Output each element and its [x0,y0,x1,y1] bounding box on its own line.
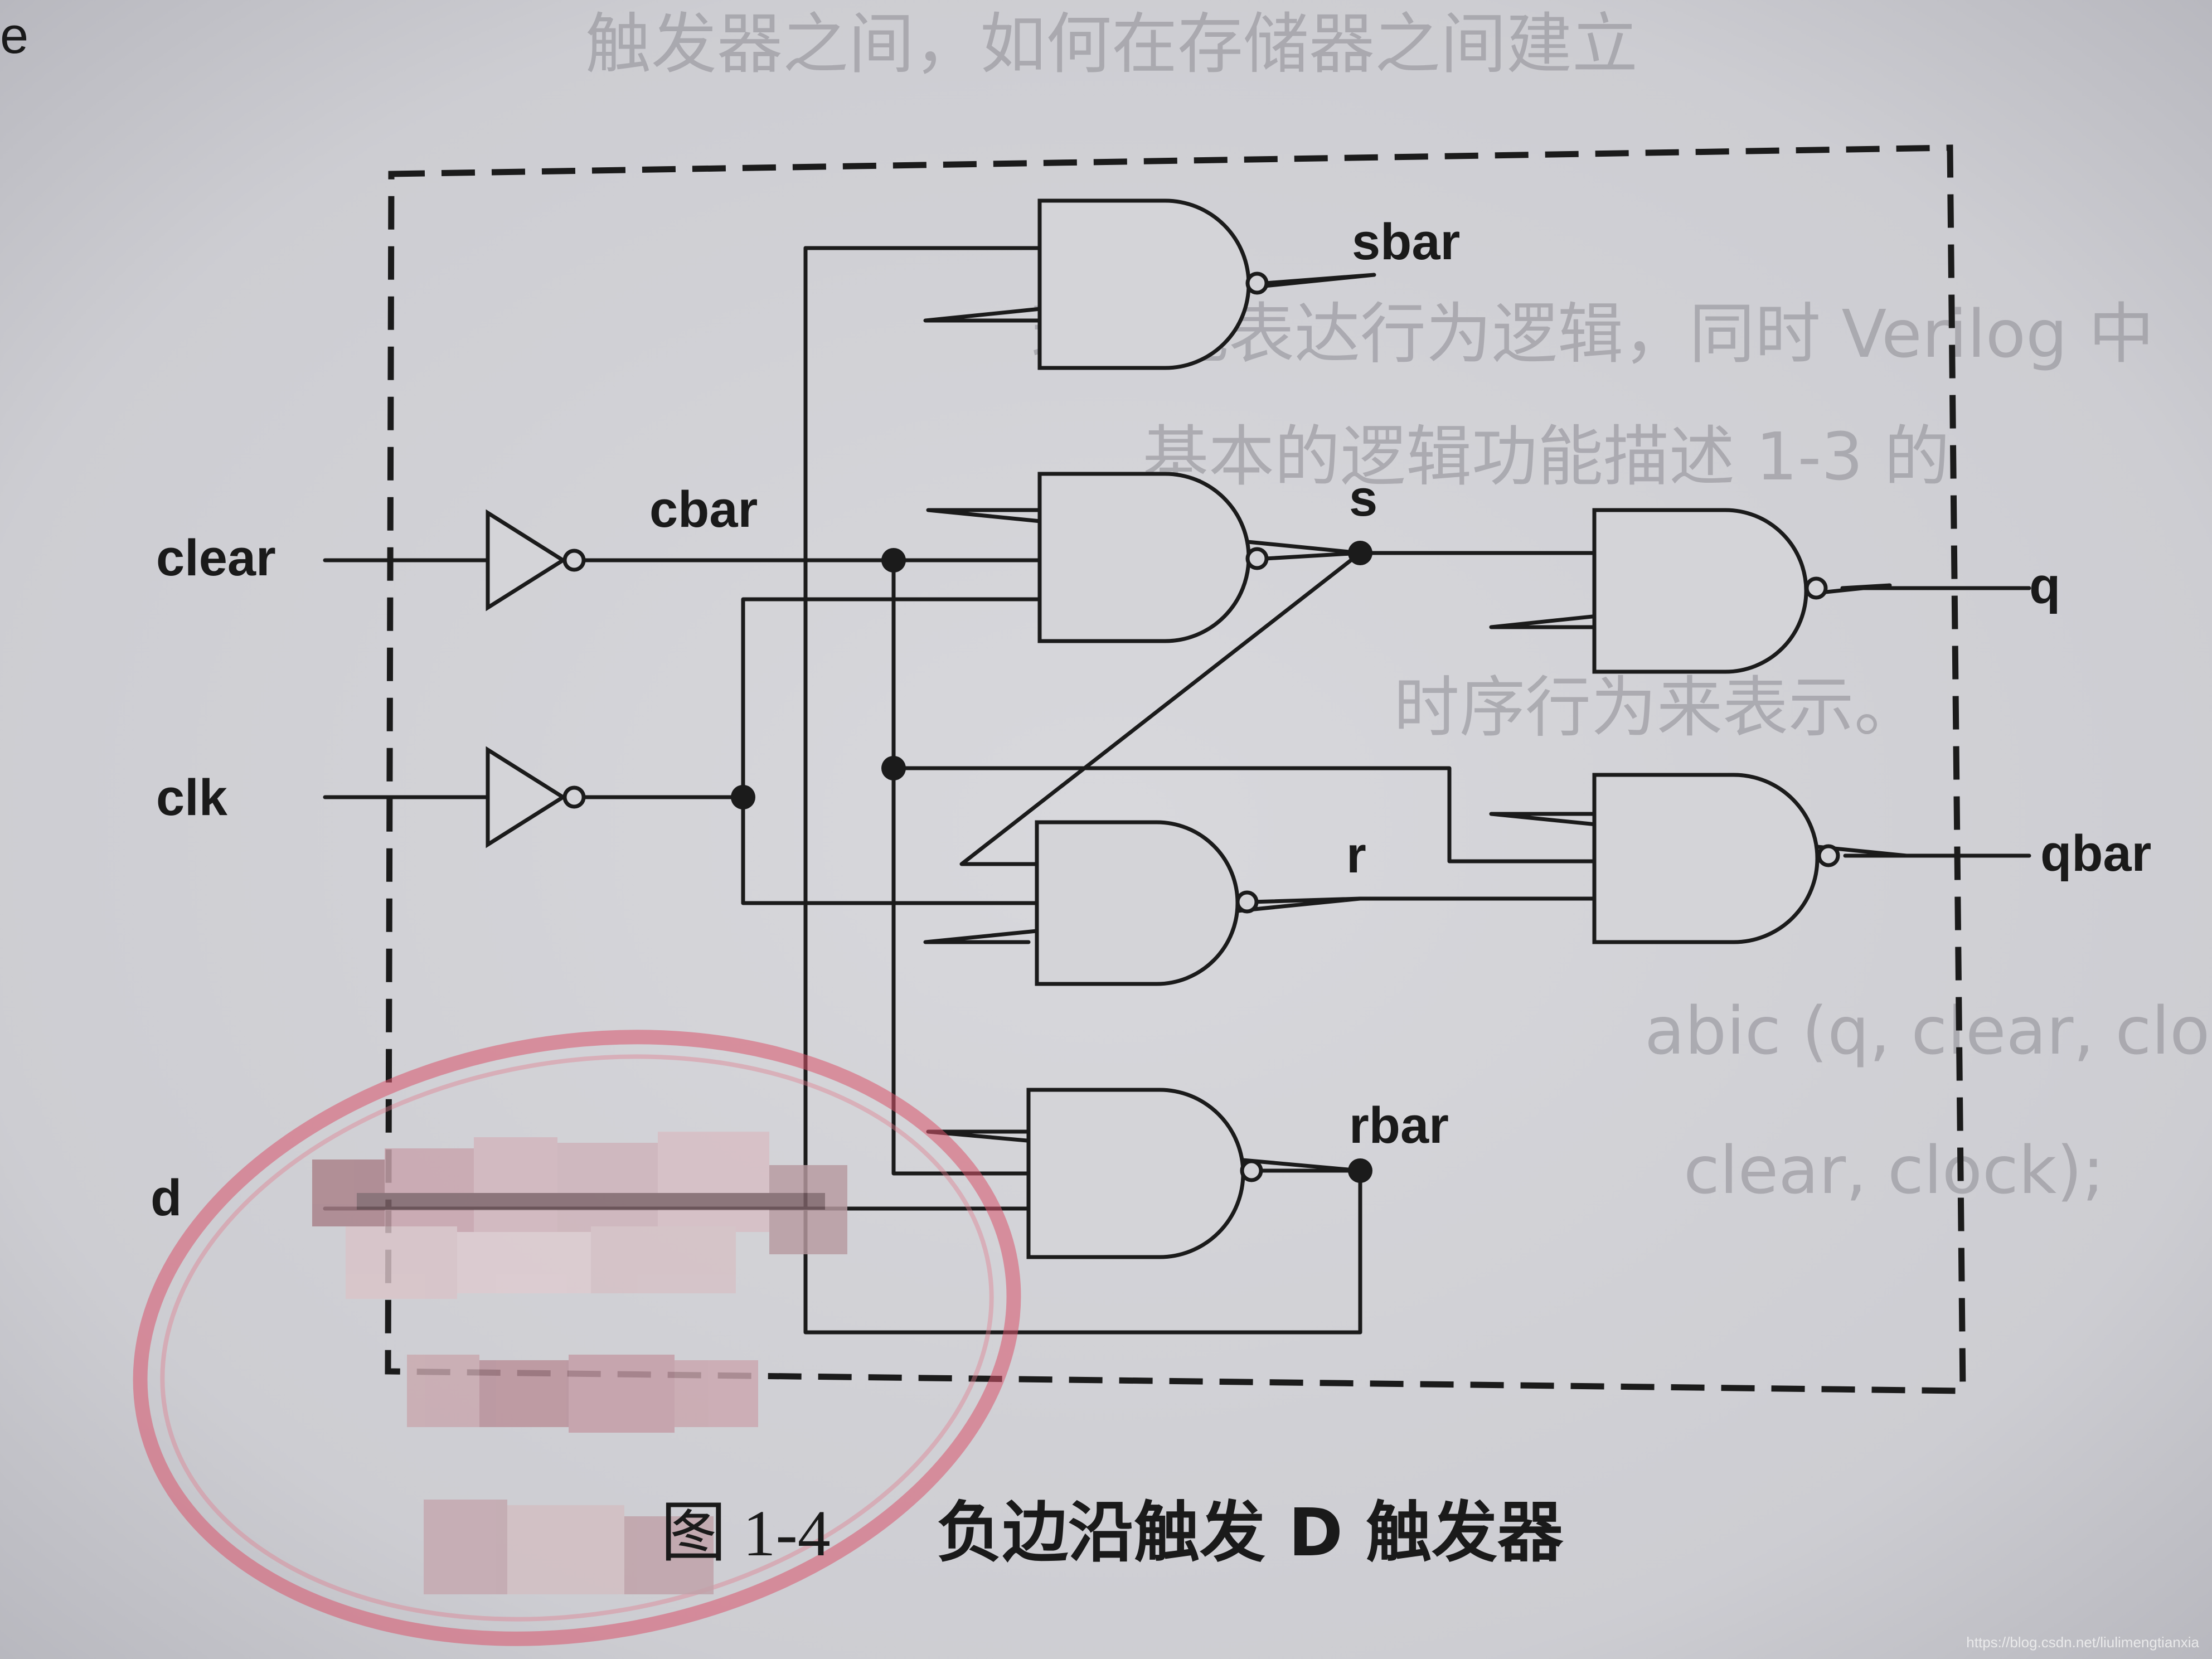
nand-bubble [1245,271,1269,295]
label-sbar: sbar [1352,214,1460,270]
label-clk: clk [156,769,228,826]
label-q: q [2029,557,2060,614]
figure-title: 负边沿触发 D 触发器 [937,1494,1564,1571]
bleed-line: abic (q, clear, clock); [1645,992,2212,1069]
inverter-clk [486,746,586,848]
clkbar-to-s-gate-wire [741,597,1042,799]
inverter-bubble [562,785,586,809]
nand-bubble [1245,547,1269,570]
inverter-bubble [562,549,586,572]
bleed-line: 触发器之间，如何在存储器之间建立 [585,6,1638,83]
label-d: d [151,1170,182,1226]
nand-gate-sbar [1037,198,1269,370]
signal-labels: clear clk d cbar sbar s r rbar q qbar [151,214,2151,1226]
clkbar-junction [731,785,755,809]
bleed-through-text: 触发器之间，如何在存储器之间建立 理想地表达行为逻辑，同时 Verilog 中 … [585,6,2212,1209]
nand-gate-s [1037,472,1269,643]
nand-body [1592,508,1808,674]
module-boundary [385,144,1966,1394]
label-rbar: rbar [1349,1097,1449,1154]
bleed-line: 时序行为来表示。 [1394,669,1920,746]
nand-body [1592,773,1820,944]
bleed-line: clear, clock); [1684,1132,2104,1209]
figure-number: 图 1-4 [661,1497,831,1570]
nand-gate-rbar [1026,1088,1263,1259]
junctions [731,541,1372,1183]
inverter-body [486,746,567,848]
nand-bubble [1240,1159,1263,1182]
nand-body [1026,1088,1245,1259]
nand-body [1037,472,1251,643]
page-corner-text: e [0,7,28,64]
bleed-line: 基本的逻辑功能描述 1-3 的 [1143,418,1950,495]
label-qbar: qbar [2040,825,2151,882]
pixelated-redaction [312,1132,847,1594]
nand-body [1035,820,1240,986]
cbar-branch-junction [881,756,906,780]
inverter-body [486,509,567,612]
nand-bubble [1804,576,1828,600]
cbar-to-qbar-gate-wire [891,766,1602,864]
label-cbar: cbar [649,481,758,538]
stamp-overlay [133,1030,1021,1646]
figure-caption: 图 1-4 负边沿触发 D 触发器 [661,1494,1564,1571]
red-stamp-ring [133,1030,1021,1646]
clkbar-to-r-gate-wire [741,795,1042,905]
label-r: r [1346,827,1366,884]
nand-gate-qbar [1592,773,1840,944]
nand-gate-q [1592,508,1828,674]
red-stamp-inner-ring [160,1054,994,1622]
cbar-junction [881,548,906,573]
nand-body [1037,198,1251,370]
rbar-feedback-loop [803,246,1362,1335]
inverter-clear [486,509,586,612]
nand-gate-r [1035,820,1259,986]
label-clear: clear [156,530,276,586]
nand-bubble [1817,844,1840,867]
source-watermark: https://blog.csdn.net/liulimengtianxia [1966,1634,2199,1651]
s-to-r-gate-wire [959,551,1362,866]
rbar-junction [1348,1158,1372,1183]
nand-bubble [1235,890,1259,914]
s-junction [1348,541,1372,565]
label-s: s [1349,470,1377,527]
